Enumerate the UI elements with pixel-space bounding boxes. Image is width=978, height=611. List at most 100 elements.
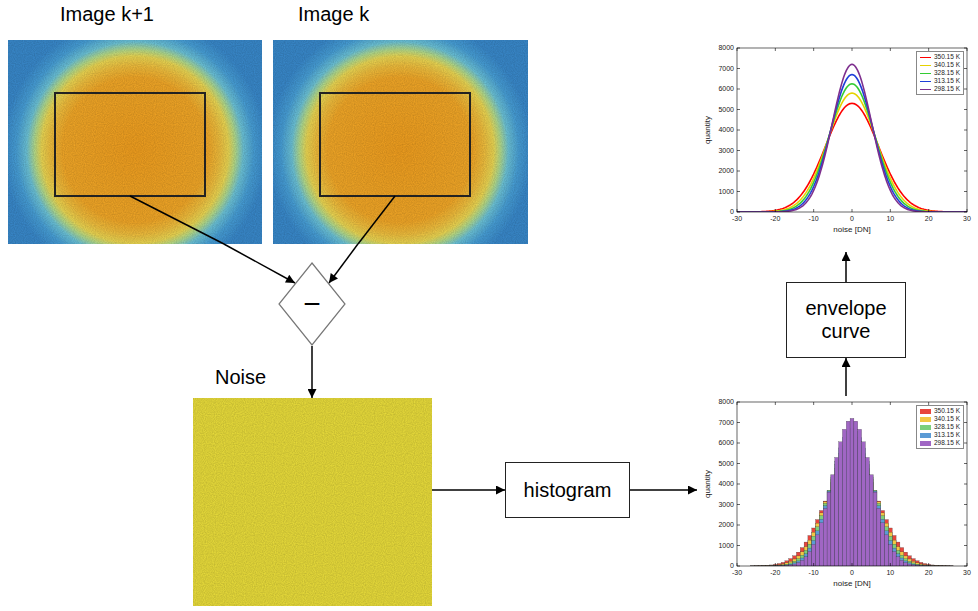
tick-mark (775, 48, 776, 51)
tick-mark (737, 68, 740, 69)
tick-label: 7000 (718, 419, 734, 427)
image-panel: Image k (273, 40, 528, 244)
histogram-bar (816, 523, 820, 566)
tick-label: 4000 (718, 126, 734, 134)
plot-frame (737, 48, 967, 212)
image-heading: Image k+1 (60, 2, 154, 26)
tick-mark (964, 109, 967, 110)
tick-label: 6000 (718, 439, 734, 447)
chart-plot (737, 402, 967, 566)
chart-plot (737, 48, 967, 212)
histogram-bar (896, 542, 900, 566)
legend-entry: 350.15 K (920, 53, 960, 61)
tick-mark (737, 484, 740, 485)
image-panel: Image k+1 (8, 40, 262, 244)
tick-mark (890, 563, 891, 566)
histogram-bar (888, 540, 892, 566)
box-label: histogram (524, 479, 612, 502)
diamond-shape (279, 263, 345, 345)
histogram-bar (796, 556, 800, 566)
tick-label: 1000 (718, 542, 734, 550)
y-axis-title: quantity (703, 470, 712, 498)
noise-panel: Noise (193, 398, 432, 606)
tick-mark (964, 402, 967, 403)
histogram-bar (812, 532, 816, 566)
histogram-bar (881, 516, 885, 566)
histogram-chart: quantitynoise [DN]0100020003000400050006… (697, 396, 973, 606)
legend-swatch (920, 409, 931, 414)
histogram-bar (827, 492, 831, 566)
histogram-bar (827, 492, 831, 566)
tick-label: 0 (730, 208, 734, 216)
histogram-bar (823, 506, 827, 566)
histogram-bar (823, 503, 827, 566)
legend-text: 328.15 K (934, 423, 960, 431)
legend-text: 313.15 K (934, 77, 960, 85)
histogram-bar (831, 475, 835, 566)
histogram-bar (892, 552, 896, 566)
tick-mark (737, 130, 740, 131)
tick-mark (964, 130, 967, 131)
histogram-bar (793, 556, 797, 566)
histogram-bar (808, 548, 812, 566)
tick-mark (967, 48, 968, 51)
legend-entry: 340.15 K (920, 61, 960, 69)
histogram-bar (858, 429, 862, 566)
histogram-bar (796, 552, 800, 566)
tick-mark (964, 525, 967, 526)
tick-mark (737, 402, 740, 403)
histogram-bar (881, 519, 885, 566)
histogram-bar (908, 563, 912, 566)
tick-mark (737, 48, 738, 51)
histogram-bar (812, 528, 816, 566)
heatmap-image (273, 40, 528, 244)
histogram-bar (873, 492, 877, 566)
histogram-bar (908, 556, 912, 566)
histogram-bar (800, 560, 804, 566)
tick-mark (737, 48, 740, 49)
tick-label: 3000 (718, 501, 734, 509)
histogram-bar (808, 540, 812, 566)
histogram-bar (904, 556, 908, 566)
histogram-bar (823, 502, 827, 566)
histogram-bar (865, 457, 869, 566)
tick-label: -20 (770, 215, 780, 223)
histogram-bar (873, 490, 877, 566)
histogram-bar (885, 531, 889, 566)
histogram-bar (877, 508, 881, 566)
tick-mark (775, 402, 776, 405)
histogram-bar (819, 513, 823, 566)
histogram-bar (908, 559, 912, 566)
histogram-bar (919, 564, 923, 566)
tick-mark (967, 563, 968, 566)
noise-image (193, 398, 432, 606)
legend-line (920, 89, 931, 90)
noise-grain (193, 398, 432, 606)
tick-mark (890, 402, 891, 405)
y-axis-title: quantity (703, 116, 712, 144)
histogram-bar (877, 501, 881, 566)
tick-mark (813, 402, 814, 405)
legend-entry: 313.15 K (920, 77, 960, 85)
histogram-bar (900, 555, 904, 566)
legend-line (920, 65, 931, 66)
histogram-bar (796, 561, 800, 566)
flow-arrow (845, 358, 847, 396)
histogram-bar (885, 535, 889, 566)
histogram-bar (789, 559, 793, 566)
histogram-series (750, 418, 953, 566)
legend-text: 350.15 K (934, 407, 960, 415)
tick-label: 0 (850, 215, 854, 223)
tick-label: 4000 (718, 480, 734, 488)
histogram-bar (881, 523, 885, 566)
tick-label: 0 (730, 562, 734, 570)
tick-label: 10 (886, 569, 894, 577)
histogram-bar (793, 559, 797, 566)
histogram-bar (896, 550, 900, 566)
tick-mark (737, 212, 740, 213)
tick-label: -10 (809, 569, 819, 577)
charts (737, 48, 967, 566)
legend-swatch (920, 425, 931, 430)
histogram-bar (911, 559, 915, 566)
tick-mark (964, 191, 967, 192)
